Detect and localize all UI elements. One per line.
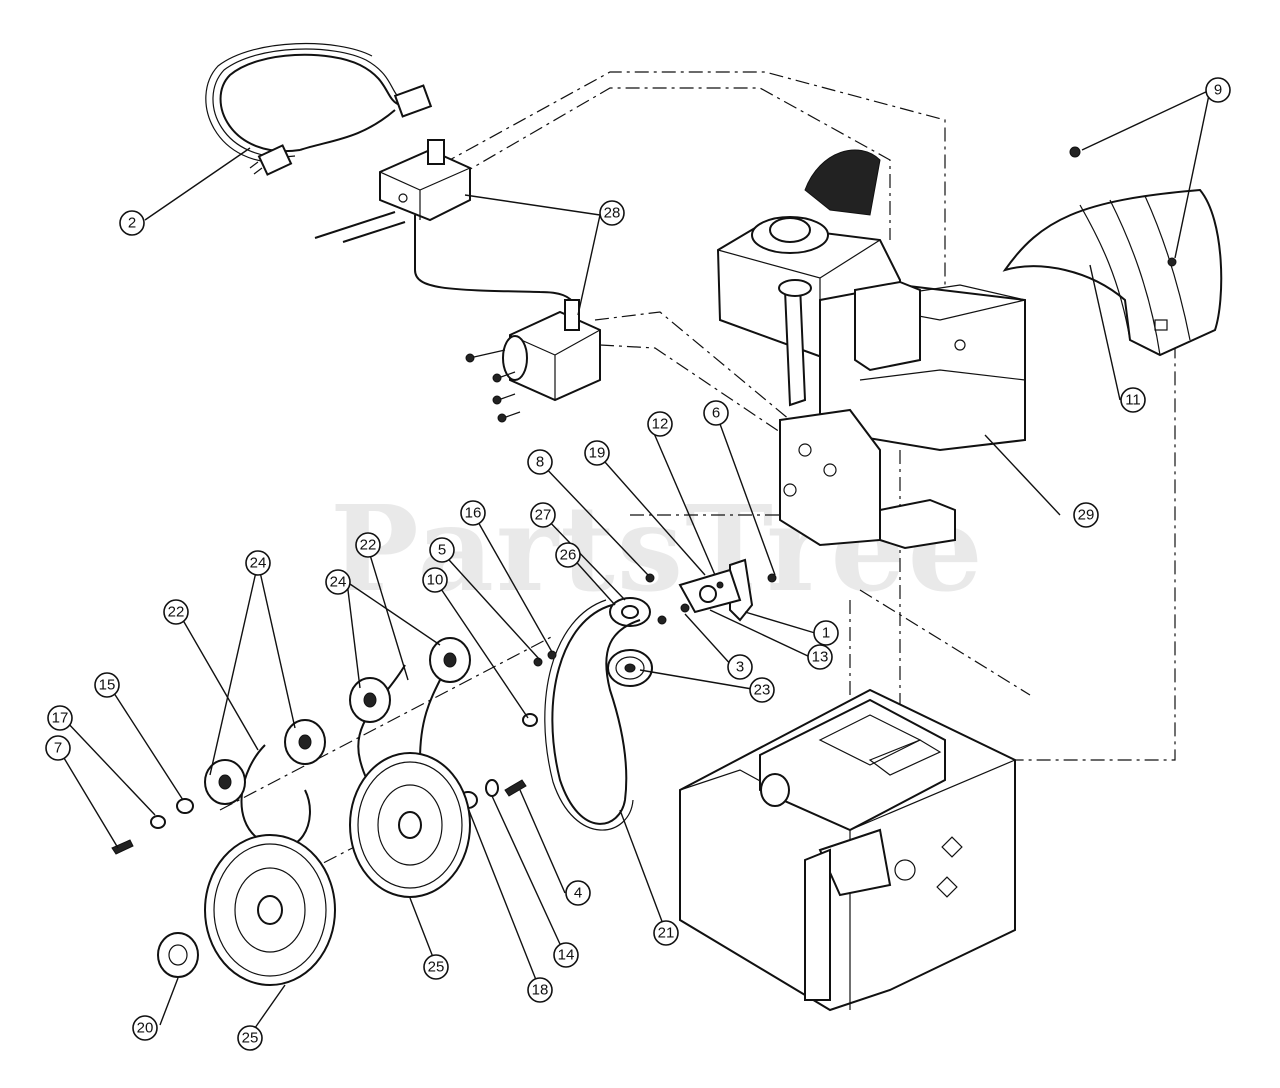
svg-text:13: 13 [812, 649, 829, 666]
svg-text:7: 7 [54, 740, 62, 757]
svg-text:11: 11 [1125, 392, 1141, 409]
svg-text:23: 23 [754, 682, 771, 699]
svg-text:25: 25 [428, 959, 445, 976]
callout-20: 20 [132, 1015, 158, 1041]
callout-8: 8 [527, 449, 553, 475]
callout-14: 14 [553, 942, 579, 968]
callout-11: 11 [1120, 387, 1146, 413]
callout-22-center: 22 [355, 532, 381, 558]
callout-25-center: 25 [423, 954, 449, 980]
callout-17: 17 [47, 705, 73, 731]
callout-3: 3 [727, 654, 753, 680]
callout-1: 1 [813, 620, 839, 646]
svg-text:26: 26 [560, 547, 577, 564]
callout-2: 2 [119, 210, 145, 236]
svg-text:9: 9 [1214, 82, 1222, 99]
callout-29: 29 [1073, 502, 1099, 528]
svg-text:3: 3 [736, 659, 744, 676]
callout-10: 10 [422, 567, 448, 593]
extension-cord-part [205, 42, 433, 176]
svg-text:27: 27 [535, 507, 552, 524]
svg-text:6: 6 [712, 405, 720, 422]
hub-20-part [157, 932, 199, 978]
callout-24-center: 24 [325, 569, 351, 595]
callout-27: 27 [530, 502, 556, 528]
callout-7: 7 [45, 735, 71, 761]
svg-text:20: 20 [137, 1020, 154, 1037]
svg-text:18: 18 [532, 982, 549, 999]
callout-12: 12 [647, 411, 673, 437]
callout-21: 21 [653, 920, 679, 946]
belt-cover-part [1002, 146, 1223, 357]
washers-part [111, 637, 557, 855]
callout-4: 4 [565, 880, 591, 906]
svg-text:24: 24 [330, 574, 347, 591]
svg-text:17: 17 [52, 710, 69, 727]
callout-5: 5 [429, 537, 455, 563]
partstree-watermark: PartsTree [330, 479, 985, 618]
large-pulleys-part [204, 752, 471, 986]
callout-25-bottom: 25 [237, 1025, 263, 1051]
callout-9: 9 [1205, 77, 1231, 103]
svg-text:5: 5 [438, 542, 446, 559]
electric-starter-part [465, 299, 601, 423]
engine-part [716, 149, 1026, 550]
callout-13: 13 [807, 644, 833, 670]
callout-19: 19 [584, 440, 610, 466]
svg-text:25: 25 [242, 1030, 259, 1047]
callout-22-left: 22 [163, 599, 189, 625]
svg-text:29: 29 [1078, 507, 1095, 524]
svg-text:1: 1 [822, 625, 830, 642]
svg-text:24: 24 [250, 555, 267, 572]
callout-15: 15 [94, 672, 120, 698]
idler-assembly-part [609, 558, 777, 627]
phantom-lines [219, 71, 1176, 876]
svg-text:22: 22 [168, 604, 185, 621]
svg-text:19: 19 [589, 445, 606, 462]
svg-text:22: 22 [360, 537, 377, 554]
callout-16: 16 [460, 500, 486, 526]
callout-24-left: 24 [245, 550, 271, 576]
svg-text:12: 12 [652, 416, 669, 433]
svg-text:8: 8 [536, 454, 544, 471]
callout-26: 26 [555, 542, 581, 568]
svg-text:21: 21 [658, 925, 675, 942]
callout-28: 28 [599, 200, 625, 226]
pulley-23-part [607, 649, 653, 687]
svg-text:10: 10 [427, 572, 444, 589]
callout-23: 23 [749, 677, 775, 703]
svg-text:28: 28 [604, 205, 621, 222]
frame-part [679, 688, 1016, 1012]
switch-box-part [314, 139, 576, 306]
callout-18: 18 [527, 977, 553, 1003]
svg-text:16: 16 [465, 505, 482, 522]
callout-6: 6 [703, 400, 729, 426]
svg-text:2: 2 [128, 215, 136, 232]
svg-text:4: 4 [574, 885, 582, 902]
svg-text:14: 14 [558, 947, 575, 964]
svg-text:15: 15 [99, 677, 116, 694]
